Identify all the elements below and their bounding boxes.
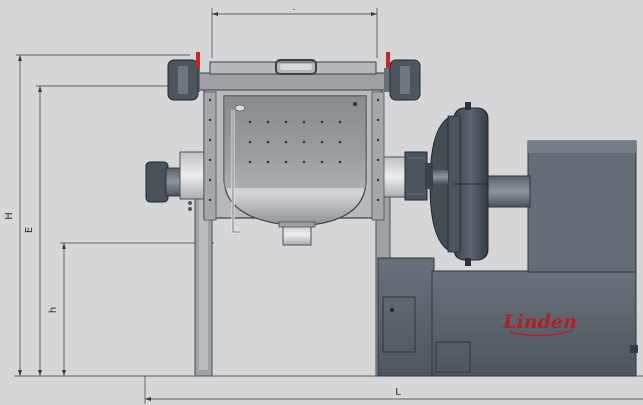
- paddle-rod: [231, 104, 246, 234]
- logo-text: Linden: [502, 311, 577, 333]
- dimension-arrows: [18, 12, 377, 401]
- dim-H-label: H: [4, 212, 15, 220]
- dim-E-label: E: [24, 227, 35, 233]
- dim-h-label: h: [48, 307, 59, 313]
- lid: [192, 59, 392, 92]
- rivet-grid: [208, 98, 380, 202]
- brand-logo: Linden: [502, 311, 577, 337]
- right-shaft-coupling: [379, 151, 448, 201]
- switch-icon: [390, 308, 394, 312]
- dim-top-width-label: .: [292, 2, 295, 13]
- left-handle-icon: [196, 52, 200, 68]
- right-clamp: [386, 52, 421, 101]
- discharge-outlet: [278, 221, 316, 246]
- right-handle-icon: [386, 52, 390, 68]
- dim-L-label: L: [395, 387, 401, 398]
- left-clamp: [167, 52, 200, 101]
- drive-base-housing: [377, 257, 638, 377]
- mixer-trough: [203, 87, 385, 227]
- motor: [486, 140, 637, 273]
